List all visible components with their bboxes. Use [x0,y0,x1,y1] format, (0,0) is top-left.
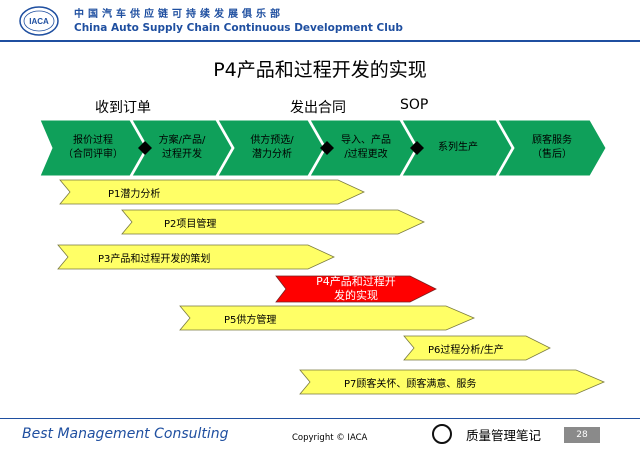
milestone-sop: SOP [400,97,429,113]
process-label-p4: P4产品和过程开 发的实现 [316,275,396,302]
process-arrow-p4 [275,275,437,303]
milestone-diamond-order [138,141,152,155]
footer-company: Best Management Consulting [22,426,229,442]
steering-wheel-icon [432,424,452,444]
footer-divider [0,418,640,419]
header: IACA 中国汽车供应链可持续发展俱乐部 China Auto Supply C… [0,0,640,42]
process-label-p3: P3产品和过程开发的策划 [98,254,211,265]
org-name-cn: 中国汽车供应链可持续发展俱乐部 [74,9,284,20]
stage-label-3: 供方预选/ 潜力分析 [250,135,294,160]
watermark-text: 质量管理笔记 [466,428,542,443]
stage-label-4: 导入、产品 /过程更改 [341,135,391,160]
process-arrow-p5 [179,305,476,331]
stage-label-6: 顾客服务 （售后） [532,135,572,160]
stage-label-1: 报价过程 （合同评审） [63,135,123,160]
stage-label-5: 系列生产 [438,142,478,153]
process-label-p7: P7顾客关怀、顾客满意、服务 [344,379,477,390]
milestone-diamond-sop [410,141,424,155]
stage-chevron-3 [217,119,325,177]
milestone-order: 收到订单 [95,100,151,116]
process-arrow-p1 [59,179,365,205]
page-number: 28 [564,427,600,443]
stage-chevron-1 [39,119,147,177]
process-arrow-p3 [57,244,335,270]
process-label-p2: P2项目管理 [164,219,217,230]
process-label-p6: P6过程分析/生产 [428,345,504,356]
process-label-p5: P5供方管理 [224,315,277,326]
process-label-p1: P1潜力分析 [108,189,161,200]
logo-text: IACA [29,17,49,26]
page-title: P4产品和过程开发的实现 [213,59,427,81]
stage-label-2: 方案/产品/ 过程开发 [158,135,206,160]
iaca-logo: IACA [19,6,59,36]
milestone-diamond-contract [320,141,334,155]
org-name-en: China Auto Supply Chain Continuous Devel… [74,22,403,34]
process-arrow-p7 [299,369,606,395]
footer-copyright: Copyright © IACA [292,433,368,443]
header-divider [0,40,640,42]
process-arrow-p2 [121,209,425,235]
stage-chevron-6 [497,119,607,177]
process-arrow-p6 [403,335,551,361]
milestone-contract: 发出合同 [290,100,346,116]
